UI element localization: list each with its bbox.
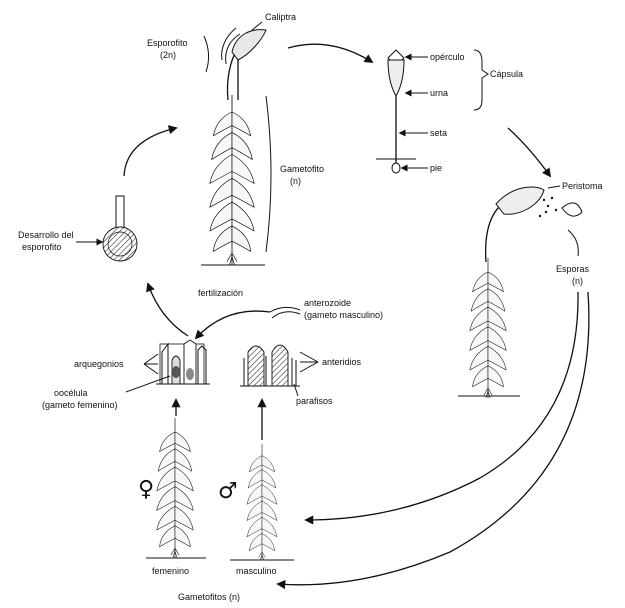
label-gametofito: Gametofito [280, 164, 324, 174]
developing-sporophyte [103, 196, 137, 261]
antheridium-1 [248, 346, 264, 386]
label-operculo: opérculo [430, 52, 465, 62]
arrow-antherozoid-to-archegonia [196, 311, 270, 338]
label-urna: urna [430, 88, 448, 98]
pie-foot [392, 163, 400, 173]
oocelula-egg-2 [186, 368, 194, 380]
female-gametophyte [146, 418, 206, 558]
label-gametofitos: Gametofitos (n) [178, 592, 240, 602]
label-pie: pie [430, 163, 442, 173]
male-gametophyte [230, 444, 294, 560]
label-fertilizacion: fertilización [198, 288, 243, 298]
esporas-pointer [568, 230, 578, 256]
label-esporas: Esporas [556, 264, 590, 274]
calyptra-cap [232, 30, 266, 60]
label-caliptra: Caliptra [265, 12, 296, 22]
embryo [108, 232, 132, 256]
arrow-spores-to-male [306, 292, 578, 520]
male-symbol: ♂ [218, 479, 238, 504]
open-capsule-urn [496, 187, 544, 214]
label-peristoma: Peristoma [562, 181, 603, 191]
caliptra-pointer [252, 22, 262, 30]
label-masculino: masculino [236, 566, 277, 576]
antheridia-cluster [240, 345, 300, 386]
label-esporofito-ploidy: (2n) [160, 50, 176, 60]
label-esporofito: Esporofito [147, 38, 188, 48]
label-parafisos: parafisos [296, 396, 333, 406]
label-femenino: femenino [152, 566, 189, 576]
label-oocelula-1: oocélula [54, 388, 88, 398]
label-seta: seta [430, 128, 447, 138]
capsula-bracket [474, 50, 488, 110]
spore-dots [539, 197, 557, 217]
label-anterozoide-1: anterozoide [304, 298, 351, 308]
antherozoid-squiggles [270, 307, 300, 318]
label-capsula: Cápsula [490, 69, 523, 79]
peristoma-pointer [548, 186, 560, 188]
arrow-to-peristome [508, 128, 550, 176]
arrow-to-sporophyte [124, 128, 176, 176]
developing-sporophyte-stalk [116, 196, 124, 230]
label-anteridios: anteridios [322, 357, 362, 367]
sporophyte-on-gametophyte-plant [201, 28, 266, 265]
esporofito-bracket [204, 36, 209, 72]
gametofito-bracket [266, 96, 271, 252]
label-anterozoide-2: (gameto masculino) [304, 310, 383, 320]
female-symbol: ♀ [138, 477, 154, 502]
label-desarrollo-2: esporofito [22, 242, 62, 252]
antheridium-2 [272, 345, 288, 386]
arquegonios-bracket [144, 354, 158, 374]
arrow-to-capsule [288, 44, 372, 62]
label-oocelula-2: (gameto femenino) [42, 400, 118, 410]
archegonia-cluster [156, 340, 210, 384]
anteridios-bracket [300, 352, 318, 372]
open-capsule-plant [458, 187, 582, 398]
label-arquegonios: arquegonios [74, 359, 124, 369]
operculo-lid [562, 203, 582, 216]
urna-shape [388, 60, 404, 96]
label-esporas-ploidy: (n) [572, 276, 583, 286]
label-gametofito-ploidy: (n) [290, 176, 301, 186]
oocelula-egg [172, 366, 180, 378]
arrow-spores-to-female [278, 292, 589, 585]
capsule-detail [376, 50, 416, 173]
arrow-fertilization-to-development [148, 284, 188, 336]
label-desarrollo-1: Desarrollo del [18, 230, 74, 240]
